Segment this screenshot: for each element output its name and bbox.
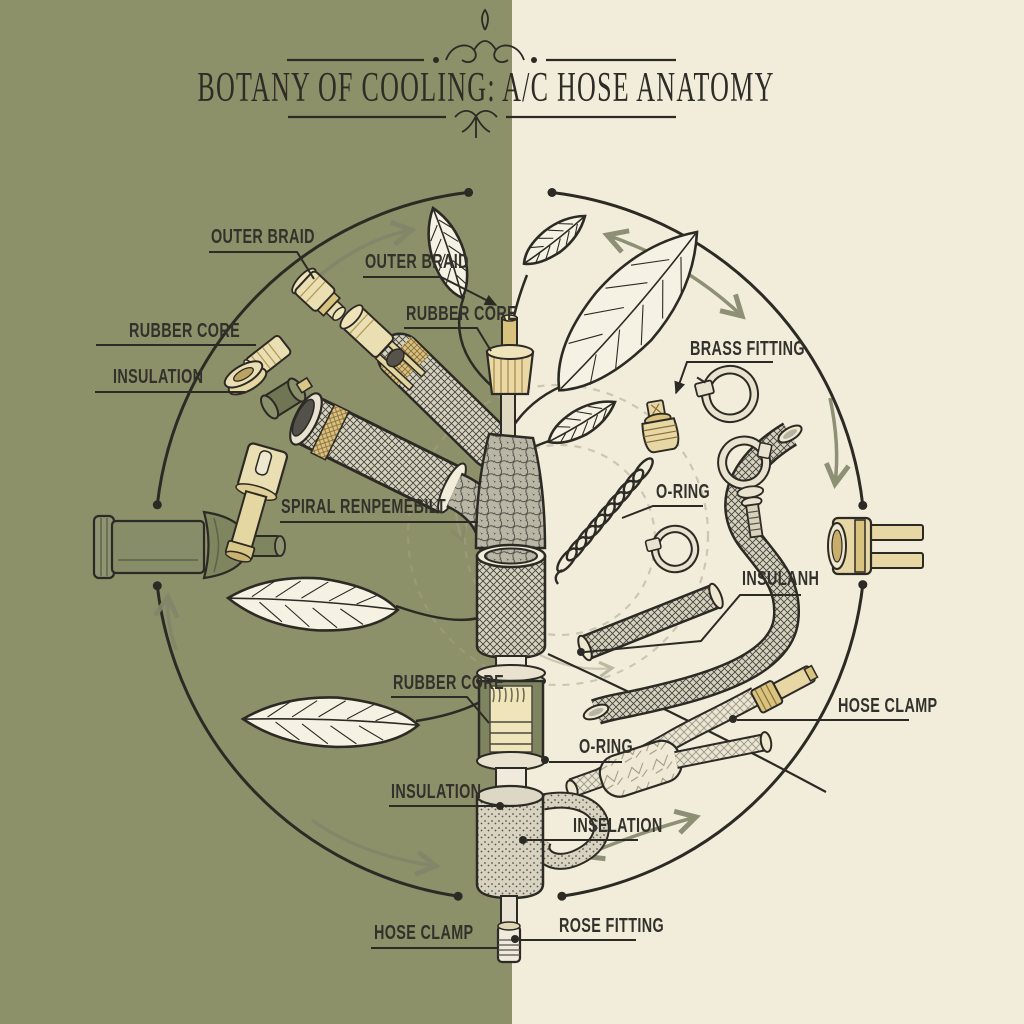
label-text: HOSE CLAMP [374, 921, 473, 944]
brass-plug [641, 399, 680, 454]
label-outer-braid-center: OUTER BRAID [363, 250, 498, 306]
hose-short-braided [577, 582, 724, 662]
cream-pin-fitting [224, 442, 289, 563]
label-rose-fitting: ROSE FITTING [511, 914, 664, 943]
olive-connector [92, 510, 286, 580]
label-text: O-RING [579, 735, 633, 758]
background-right [512, 0, 1024, 1024]
label-spiral-reinforcement: SPIRAL RENPEMEBILT [280, 495, 478, 523]
label-rubber-core-left: RUBBER CORE [96, 319, 256, 346]
label-text: BRASS FITTING [690, 337, 805, 360]
brass-nut [485, 344, 535, 396]
label-text: O-RING [656, 480, 710, 503]
label-text: INSELATION [573, 814, 663, 837]
exploded-hose-lower [289, 392, 467, 514]
label-rubber-core-top: RUBBER CORE [404, 302, 517, 352]
braided-cylinder [475, 543, 547, 660]
flanged-washer [223, 360, 268, 396]
label-o-ring-mid: O-RING [541, 735, 633, 764]
brass-connector-piece [291, 267, 346, 321]
hose-light-woven [674, 731, 773, 769]
label-hose-clamp-right: HOSE CLAMP [729, 694, 937, 723]
label-text: INSULATION [113, 365, 203, 388]
label-text: ROSE FITTING [559, 914, 664, 937]
label-text: RUBBER CORE [129, 319, 240, 342]
o-ring-eye-bolt [717, 435, 773, 539]
label-text: HOSE CLAMP [838, 694, 937, 717]
title-block: BOTANY OF COOLING: A/C HOSE ANATOMY [197, 8, 774, 138]
label-text: OUTER BRAID [211, 225, 315, 248]
label-text: INSULANH [742, 567, 819, 590]
label-rubber-core-mid: RUBBER CORE [391, 671, 504, 724]
stem-tube [500, 393, 516, 439]
label-text: OUTER BRAID [365, 250, 469, 273]
spool-piece [260, 376, 314, 420]
label-hose-clamp-bottom: HOSE CLAMP [371, 921, 497, 949]
label-insulation-mid: INSULATION [389, 780, 504, 810]
spring-coil [554, 457, 654, 585]
end-clamp-fitting [496, 921, 522, 964]
title-ornament-top [287, 8, 676, 63]
hose-brass-nozzle [565, 664, 819, 799]
page-title: BOTANY OF COOLING: A/C HOSE ANATOMY [197, 64, 774, 111]
label-brass-fitting: BRASS FITTING [674, 337, 805, 395]
hex-flare [474, 432, 547, 550]
label-text: RUBBER CORE [393, 671, 504, 694]
hose-clamp-ring-1 [694, 365, 759, 423]
label-text: INSULATION [391, 780, 481, 803]
insulation-cylinder [475, 784, 610, 900]
label-text: RUBBER CORE [406, 302, 517, 325]
title-ornament-bottom [288, 109, 676, 138]
label-insulation-left: INSULATION [95, 365, 245, 393]
callout-labels: OUTER BRAID OUTER BRAID RUBBER CORE RUBB… [95, 225, 937, 949]
hose-clamp-ring-2 [644, 524, 700, 574]
central-hose-column [474, 314, 610, 964]
label-inselation-mid: INSELATION [519, 814, 663, 844]
brass-fork-fitting [827, 516, 924, 576]
label-insulation-right: INSULANH [577, 567, 819, 656]
label-o-ring-right: O-RING [621, 480, 710, 519]
label-text: SPIRAL RENPEMEBILT [281, 495, 446, 518]
rubber-core-cutaway [476, 664, 546, 771]
label-outer-braid-left: OUTER BRAID [209, 225, 315, 280]
main-circle [152, 187, 868, 901]
prong-valve-piece [339, 304, 427, 391]
